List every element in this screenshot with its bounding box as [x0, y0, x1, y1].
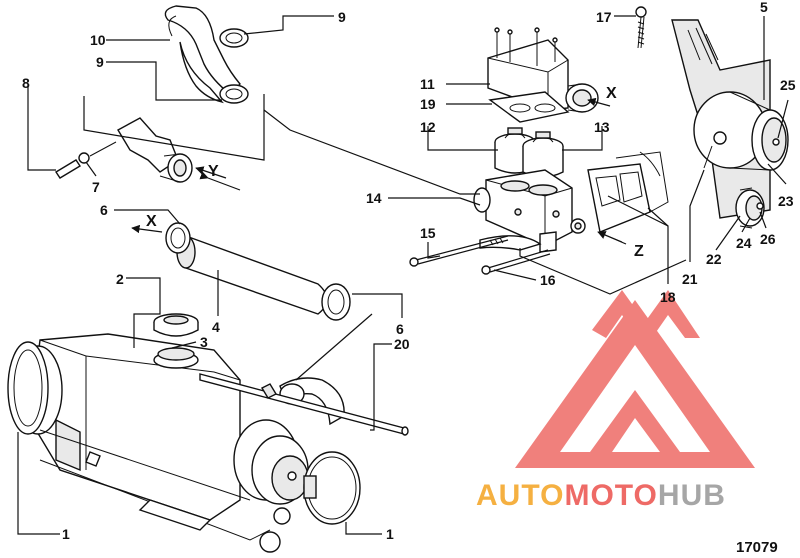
hose-clamp-9-lower: [219, 84, 249, 104]
callout-21: 21: [682, 271, 698, 287]
bolt-15: [409, 235, 509, 267]
callout-3: 3: [200, 334, 208, 350]
thermostat-housing-14: [473, 169, 586, 253]
callout-7: 7: [92, 179, 100, 195]
watermark-text-auto: AUTO: [476, 479, 564, 512]
callout-1-right: 1: [386, 526, 394, 542]
flow-arrows: [131, 97, 627, 245]
callout-24: 24: [736, 235, 752, 251]
hose-clamp-6-right: [321, 283, 351, 321]
flow-label-y: Y: [208, 163, 219, 180]
callout-6-left: 6: [100, 202, 108, 218]
callout-14: 14: [366, 190, 382, 206]
leader-lines: [17, 15, 789, 535]
callout-10: 10: [90, 32, 106, 48]
drawing-reference-number: 17079: [736, 539, 778, 556]
flow-label-x-top: X: [606, 85, 617, 102]
callout-19: 19: [420, 96, 436, 112]
callout-17: 17: [596, 9, 612, 25]
callout-8: 8: [22, 75, 30, 91]
pressure-cap-3: [153, 313, 199, 337]
svg-text:AUTOMOTOHUB: AUTOMOTOHUB: [476, 479, 726, 512]
watermark-inner-shape: [590, 390, 680, 452]
callout-26: 26: [760, 231, 776, 247]
gasket-19: [488, 91, 570, 123]
watermark-wordmark: AUTOMOTOHUB: [476, 479, 726, 512]
hose-4-group: [165, 222, 351, 321]
gasket-18: [587, 163, 651, 233]
hose-4: [177, 235, 328, 315]
callout-9-mid: 9: [96, 54, 104, 70]
flow-label-z: Z: [634, 243, 644, 260]
callout-6-right: 6: [396, 321, 404, 337]
callout-22: 22: [706, 251, 722, 267]
heat-exchanger-group: [7, 313, 409, 553]
bolt-17: [635, 6, 647, 49]
thermostat-13: [522, 131, 564, 178]
callout-20: 20: [394, 336, 410, 352]
heat-exchanger-body-2: [29, 333, 241, 521]
callout-12: 12: [420, 119, 436, 135]
callout-18: 18: [660, 289, 676, 305]
bolt-16: [481, 249, 551, 275]
watermark-m-shape: [592, 290, 700, 348]
end-ring-1-left: [7, 341, 49, 435]
callout-1-left: 1: [62, 526, 70, 542]
thermostat-cover-11: [487, 27, 599, 113]
watermark-logo: [515, 290, 755, 468]
hose-clamp-6-left: [165, 222, 191, 254]
watermark-text-hub: HUB: [658, 479, 726, 512]
callout-5: 5: [760, 0, 768, 15]
callout-15: 15: [420, 225, 436, 241]
callout-25: 25: [780, 77, 796, 93]
callout-2: 2: [116, 271, 124, 287]
callout-4: 4: [212, 319, 220, 335]
hose-group-top: [55, 5, 249, 183]
screw-8: [55, 159, 81, 179]
thermostat-housing-group: [409, 6, 669, 275]
callout-23: 23: [778, 193, 794, 209]
callout-labels: 9 10 9 8 7 17 11 19 12 13 14 15 16 18 5 …: [22, 0, 796, 542]
watermark-triangle: [515, 300, 755, 468]
watermark-text-moto: MOTO: [564, 479, 657, 512]
callout-9-top: 9: [338, 9, 346, 25]
flow-label-x-left: X: [146, 213, 157, 230]
elbow-hose-10: [164, 5, 241, 95]
heat-exchanger-end-group: [671, 19, 789, 229]
callout-16: 16: [540, 272, 556, 288]
hose-clamp-9-upper: [219, 28, 249, 48]
callout-11: 11: [420, 76, 435, 92]
callout-13: 13: [594, 119, 610, 135]
